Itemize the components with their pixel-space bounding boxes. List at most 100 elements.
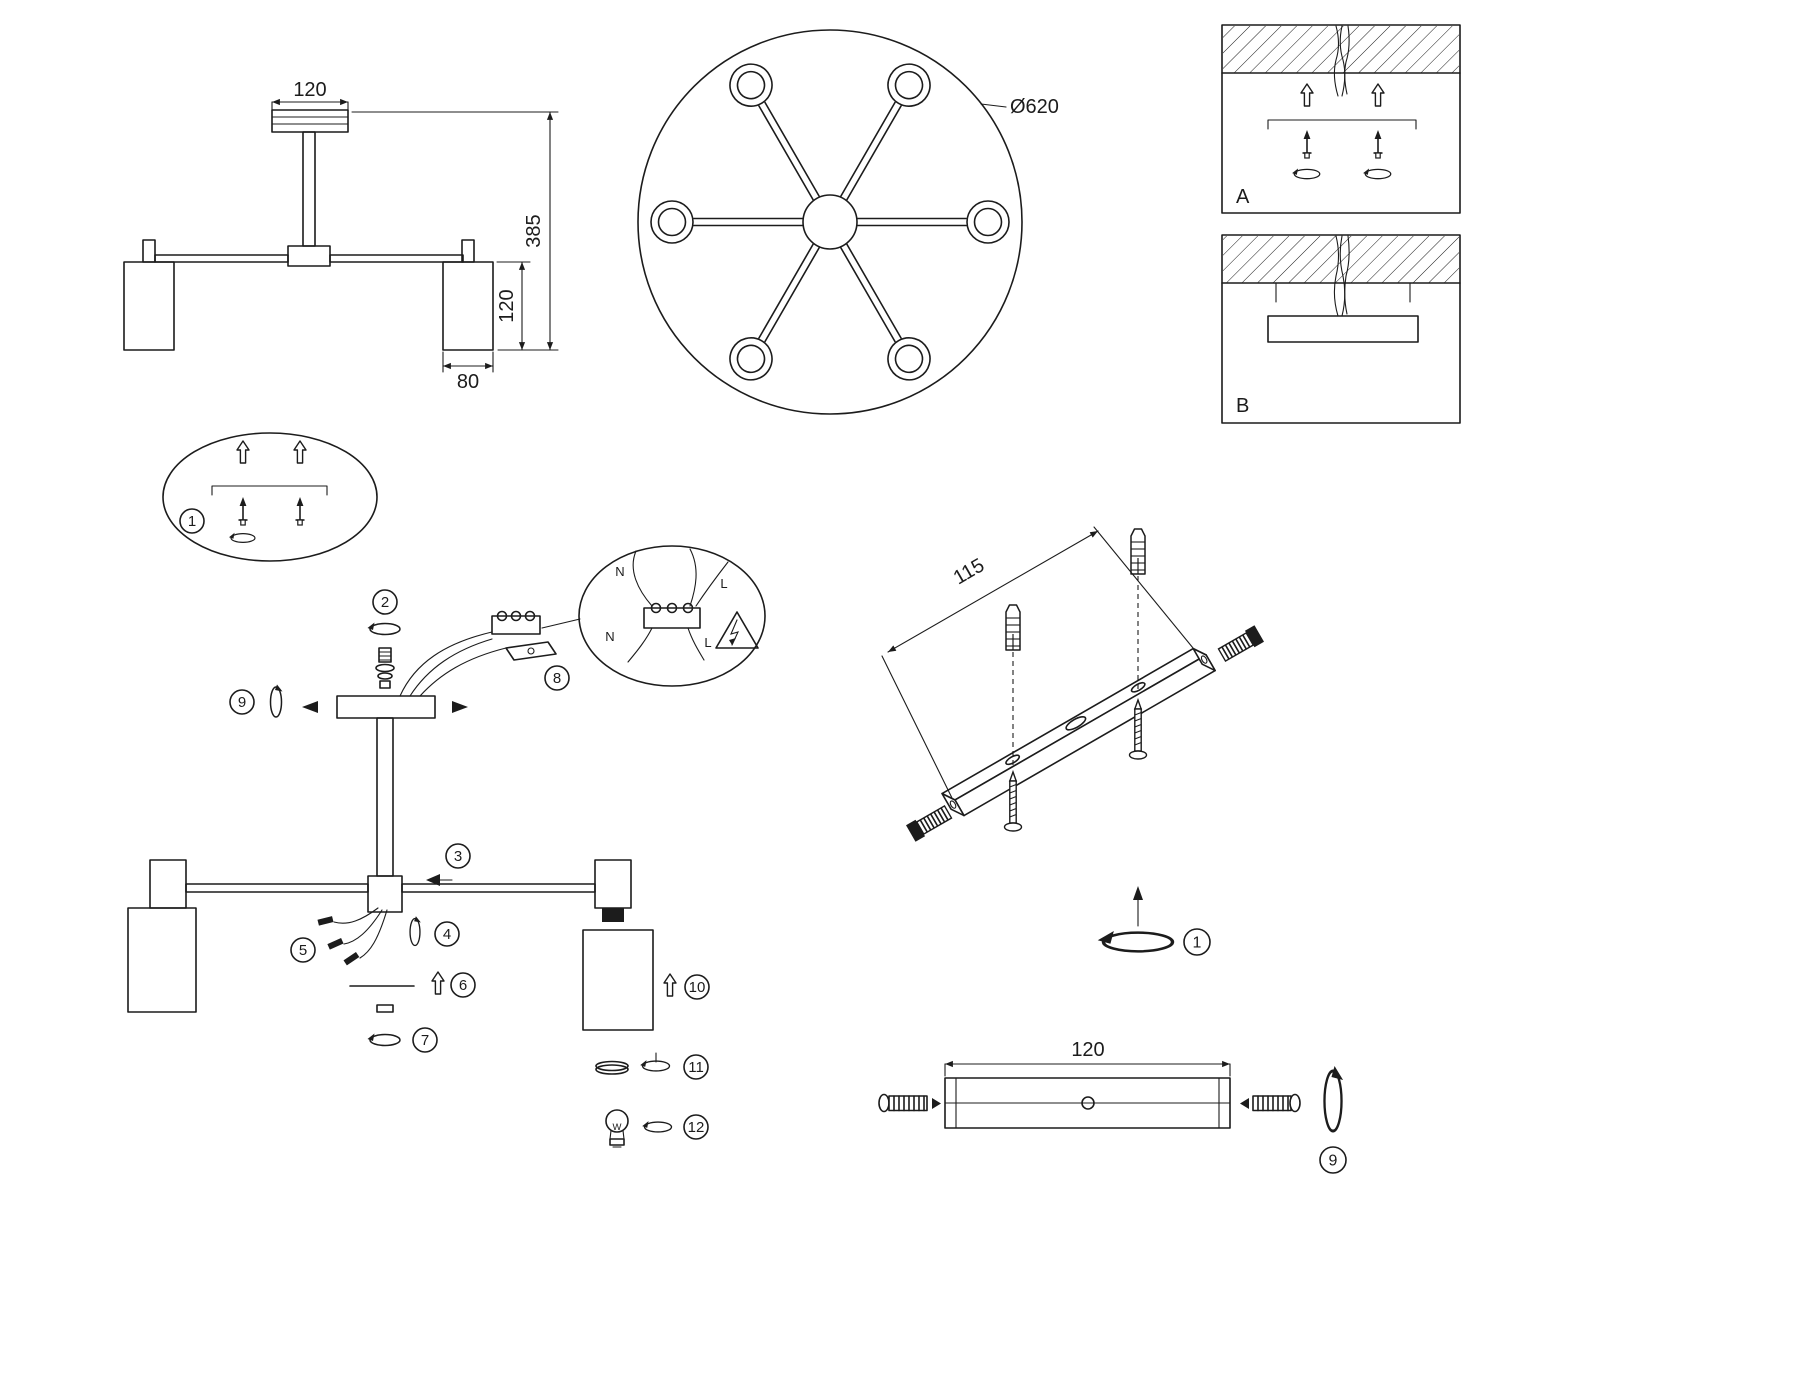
- screw-icon: [294, 496, 306, 526]
- step-badge-5: 5: [290, 937, 316, 963]
- bracket-hole: [1130, 681, 1146, 693]
- rod-screw-left: [878, 1093, 941, 1113]
- dim-label-total-height: 385: [523, 214, 545, 247]
- step-badge-7: 7: [412, 1027, 438, 1053]
- cables-b: [1333, 235, 1350, 317]
- mount-option-b: B: [1221, 234, 1461, 424]
- rotate-icon: [366, 1032, 401, 1047]
- label-l-bottom: L: [704, 635, 711, 650]
- rotate-icon: [1291, 167, 1321, 180]
- bracket-detail-view: 115 1: [881, 526, 1265, 956]
- socket-right: [594, 859, 632, 909]
- slide-up-arrow-icon: [431, 971, 445, 995]
- label-l-top: L: [720, 576, 727, 591]
- arm-left: [154, 254, 289, 263]
- arm-left: [185, 883, 369, 893]
- diffuser-ring: [595, 1060, 629, 1075]
- rotate-icon: [228, 532, 256, 544]
- wire: [695, 561, 729, 607]
- hub-circle: [802, 194, 858, 250]
- step-badge-9: 9: [229, 689, 255, 715]
- step-badge-12: 12: [683, 1114, 709, 1140]
- outline-circle: [637, 29, 1023, 415]
- step-badge-2: 2: [372, 589, 398, 615]
- lamp-arm-180: [650, 200, 804, 244]
- mains-wires: [399, 631, 507, 697]
- shade-left: [123, 261, 175, 351]
- arm-right: [401, 883, 596, 893]
- arm-right: [329, 254, 464, 263]
- step-badge-1: 1: [179, 508, 205, 534]
- rotate-icon: [269, 683, 284, 718]
- wire: [687, 627, 705, 661]
- slide-up-arrow-icon: [663, 973, 677, 997]
- svg-text:9: 9: [1329, 1153, 1338, 1170]
- svg-text:5: 5: [299, 942, 307, 959]
- dim-total-height: 385: [351, 111, 559, 351]
- rotate-icon: [1322, 1064, 1345, 1133]
- screw-icon: [1301, 129, 1313, 159]
- stem: [302, 131, 316, 247]
- dim-label-diameter: Ø620: [1010, 96, 1059, 118]
- step-badge-11: 11: [683, 1054, 709, 1080]
- push-arrow: [1133, 886, 1143, 900]
- dim-label-shade-height: 120: [496, 289, 518, 322]
- step-badge-3: 3: [445, 843, 471, 869]
- side-view: 120 385 120 80: [123, 79, 559, 393]
- socket-left: [149, 859, 187, 909]
- wire: [632, 550, 653, 607]
- threaded-nipple: [375, 647, 395, 689]
- top-view: Ø620: [637, 29, 1059, 415]
- anchor-arrow-icon: [1371, 83, 1385, 107]
- svg-text:1: 1: [1193, 935, 1202, 952]
- socket-left: [142, 239, 156, 263]
- dim-label-rod-length: 120: [1071, 1039, 1104, 1061]
- rotate-icon: [641, 1120, 673, 1133]
- terminal-block: [491, 610, 557, 661]
- rotate-icon: [409, 915, 422, 947]
- wire-connector: [327, 938, 344, 950]
- rod-hole: [1081, 1096, 1095, 1110]
- dim-canopy-width: 120: [271, 79, 349, 111]
- step-badge-4: 4: [434, 921, 460, 947]
- dim-shade-width: 80: [442, 351, 494, 393]
- light-bulb: W: [605, 1109, 629, 1148]
- svg-text:11: 11: [688, 1059, 704, 1076]
- bracket-line: [211, 485, 328, 496]
- thread-nipple-right: [602, 908, 624, 922]
- rotate-icon: [366, 621, 401, 636]
- rotate-icon: [639, 1059, 671, 1072]
- svg-text:2: 2: [381, 594, 389, 611]
- step-badge-1b: 1: [1183, 928, 1211, 956]
- dim-label-shade-width: 80: [457, 371, 479, 393]
- rotate-icon: [1362, 167, 1392, 180]
- dim-label-canopy-width: 120: [293, 79, 326, 101]
- wire: [627, 627, 653, 663]
- svg-text:12: 12: [688, 1119, 705, 1136]
- step-badge-9b: 9: [1319, 1146, 1347, 1174]
- lamp-arm-240: [729, 63, 821, 202]
- side-stud-icon: [1216, 624, 1265, 665]
- label-n-bottom: N: [605, 629, 614, 644]
- wall-plug-icon: [1005, 604, 1021, 651]
- diameter-leader: [980, 103, 1007, 108]
- svg-text:8: 8: [553, 670, 561, 687]
- step-badge-8: 8: [544, 665, 570, 691]
- shade-right: [582, 929, 654, 1031]
- shade-right: [442, 261, 494, 351]
- anchor-arrow-icon: [1300, 83, 1314, 107]
- end-hole: [949, 800, 957, 809]
- mounting-bracket: [941, 647, 1216, 817]
- dim-shade-height: 120: [496, 261, 531, 351]
- svg-text:9: 9: [238, 694, 246, 711]
- svg-text:4: 4: [443, 926, 451, 943]
- wire-connector: [343, 952, 360, 966]
- slide-arrow-left: [302, 701, 318, 713]
- dim-rod-length: 120: [944, 1039, 1231, 1077]
- wall-plug-icon: [1130, 528, 1146, 575]
- exploded-view: 2 9: [127, 545, 766, 1148]
- wire-connector: [317, 916, 334, 926]
- hub-wires: [317, 907, 388, 966]
- terminal-block-detail: [643, 607, 701, 629]
- slide-arrow-right: [452, 701, 468, 713]
